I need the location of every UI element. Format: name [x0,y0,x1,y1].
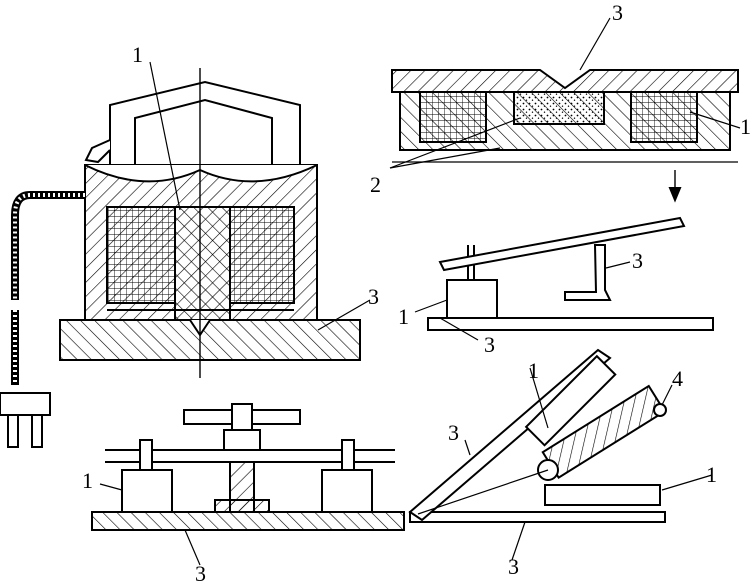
label-br-3a: 3 [448,420,459,445]
magnet-assembly-top-left [0,61,371,448]
label-bl-3: 3 [195,561,206,581]
label-mr-3b: 3 [484,332,495,357]
label-mr-1: 1 [398,304,409,329]
label-br-4: 4 [672,366,683,391]
section-top-right [389,17,741,169]
lever-mid-right [414,216,714,341]
label-br-1a: 1 [528,358,539,383]
label-br-3b: 3 [508,554,519,579]
tilt-mechanism-bottom-right [408,348,713,561]
callout-labels: 1 3 3 1 2 3 1 3 1 3 1 4 3 1 3 [82,0,750,581]
label-bl-1: 1 [82,468,93,493]
label-mr-3: 3 [632,248,643,273]
label-tl-3: 3 [368,284,379,309]
label-tr-1: 1 [740,114,750,139]
bridge-bottom-left [91,403,405,566]
label-tr-2: 2 [370,172,381,197]
label-br-1b: 1 [706,462,717,487]
down-arrow-icon [668,170,682,203]
label-tr-3: 3 [612,0,623,25]
label-tl-1: 1 [132,42,143,67]
